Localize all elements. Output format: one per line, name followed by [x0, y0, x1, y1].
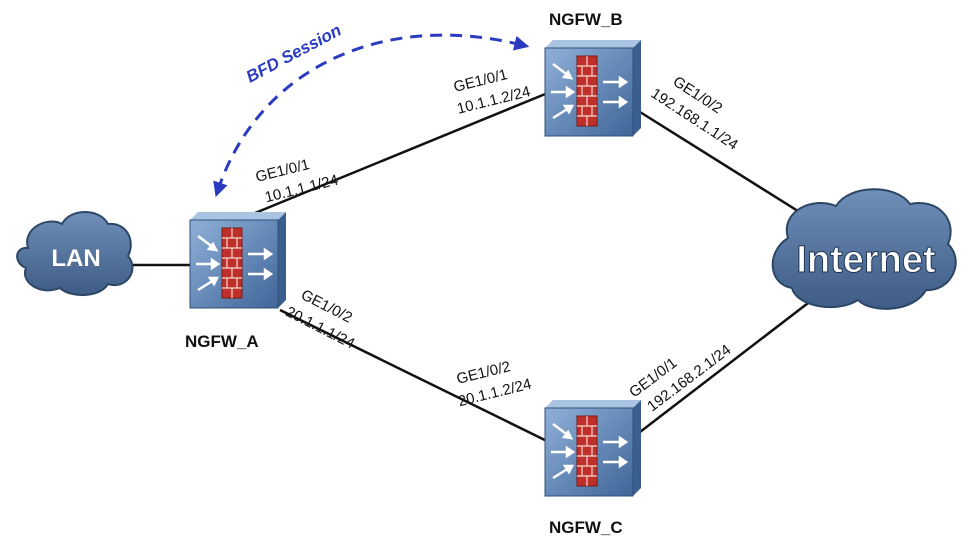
iface-b-to-a: GE1/0/1 10.1.1.2/24 [452, 66, 532, 118]
link-ngfw-a-ngfw-c [279, 308, 556, 447]
ngfw-b-device [543, 38, 643, 138]
internet-label: Internet [796, 239, 936, 281]
ngfw-a-label: NGFW_A [185, 332, 259, 351]
internet-cloud: Internet [771, 188, 957, 310]
ngfw-c-device [543, 398, 643, 498]
ngfw-a-device [188, 210, 288, 310]
ngfw-b-label: NGFW_B [549, 10, 623, 29]
lan-cloud: LAN [16, 211, 134, 296]
lan-label: LAN [51, 245, 100, 272]
link-ngfw-c-internet [639, 299, 813, 433]
link-ngfw-b-internet [639, 110, 826, 230]
iface-a-to-c: GE1/0/2 20.1.1.1/24 [283, 286, 358, 352]
bfd-session-label: BFD Session [243, 21, 345, 87]
iface-b-to-internet: GE1/0/2 192.168.1.1/24 [648, 73, 741, 154]
bfd-session-arc [213, 33, 530, 198]
iface-c-to-a: GE1/0/2 20.1.1.2/24 [455, 358, 533, 410]
ngfw-c-label: NGFW_C [549, 518, 623, 537]
iface-a-to-b: GE1/0/1 10.1.1.1/24 [254, 156, 340, 206]
